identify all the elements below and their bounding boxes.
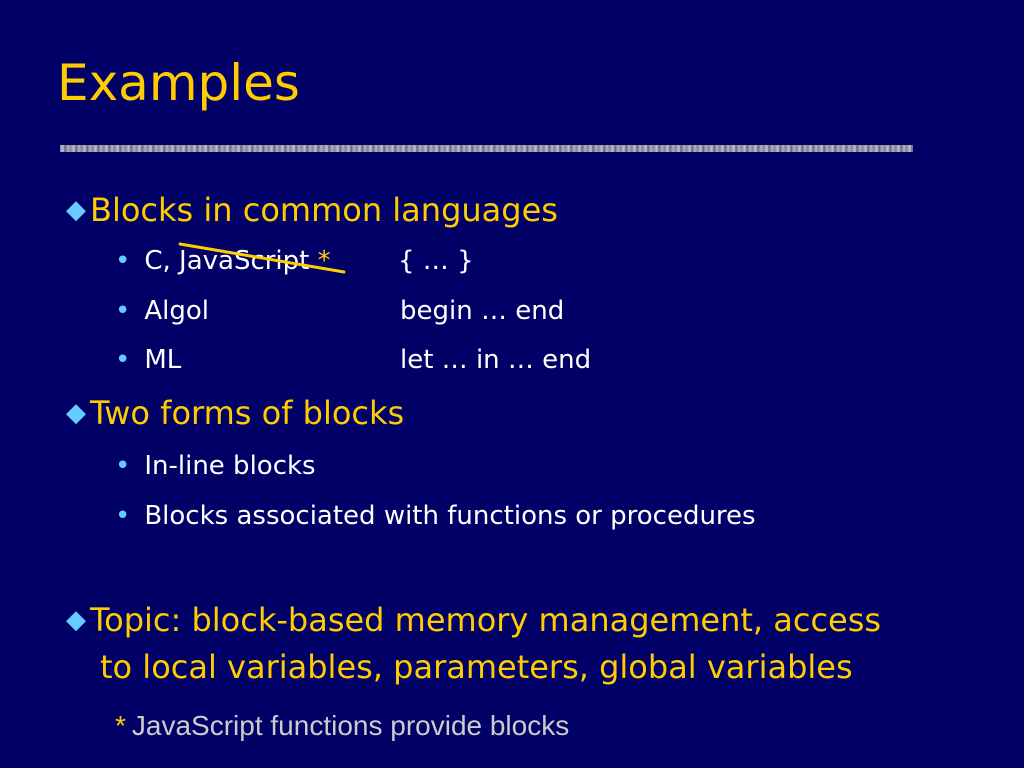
block-syntax: { … } [398, 246, 474, 276]
slide-title: Examples [57, 54, 300, 112]
section-topic: ◆Topic: block-based memory management, a… [66, 600, 881, 640]
language-name: C, JavaScript [144, 246, 310, 276]
language-name: Algol [144, 296, 209, 326]
bullet-dot-icon: • [115, 501, 131, 531]
section-heading-line1: Topic: block-based memory management, ac… [90, 601, 882, 639]
diamond-bullet-icon: ◆ [66, 605, 86, 635]
list-item: • C, JavaScript * [115, 246, 331, 277]
footnote-text: JavaScript functions provide blocks [131, 710, 570, 741]
block-syntax: let … in … end [400, 345, 592, 375]
language-name: ML [144, 345, 182, 375]
list-item: • Algol [115, 296, 209, 327]
section-heading: Two forms of blocks [90, 394, 405, 432]
item-text: In-line blocks [144, 451, 316, 481]
list-item: • Blocks associated with functions or pro… [115, 501, 756, 532]
footnote: *JavaScript functions provide blocks [115, 710, 569, 742]
section-blocks-common-languages: ◆Blocks in common languages [66, 190, 558, 230]
bullet-dot-icon: • [115, 296, 131, 326]
block-syntax: begin … end [400, 296, 565, 326]
section-heading: Blocks in common languages [90, 191, 558, 229]
section-two-forms: ◆Two forms of blocks [66, 393, 404, 433]
title-rule [60, 145, 913, 152]
diamond-bullet-icon: ◆ [66, 398, 86, 428]
bullet-dot-icon: • [115, 345, 131, 375]
item-text: Blocks associated with functions or proc… [144, 501, 756, 531]
asterisk-mark: * [317, 246, 331, 276]
list-item: • In-line blocks [115, 451, 316, 482]
list-item: • ML [115, 345, 181, 376]
bullet-dot-icon: • [115, 246, 131, 276]
bullet-dot-icon: • [115, 451, 131, 481]
diamond-bullet-icon: ◆ [66, 195, 86, 225]
section-heading-line2: to local variables, parameters, global v… [100, 648, 853, 686]
footnote-asterisk: * [115, 710, 126, 741]
